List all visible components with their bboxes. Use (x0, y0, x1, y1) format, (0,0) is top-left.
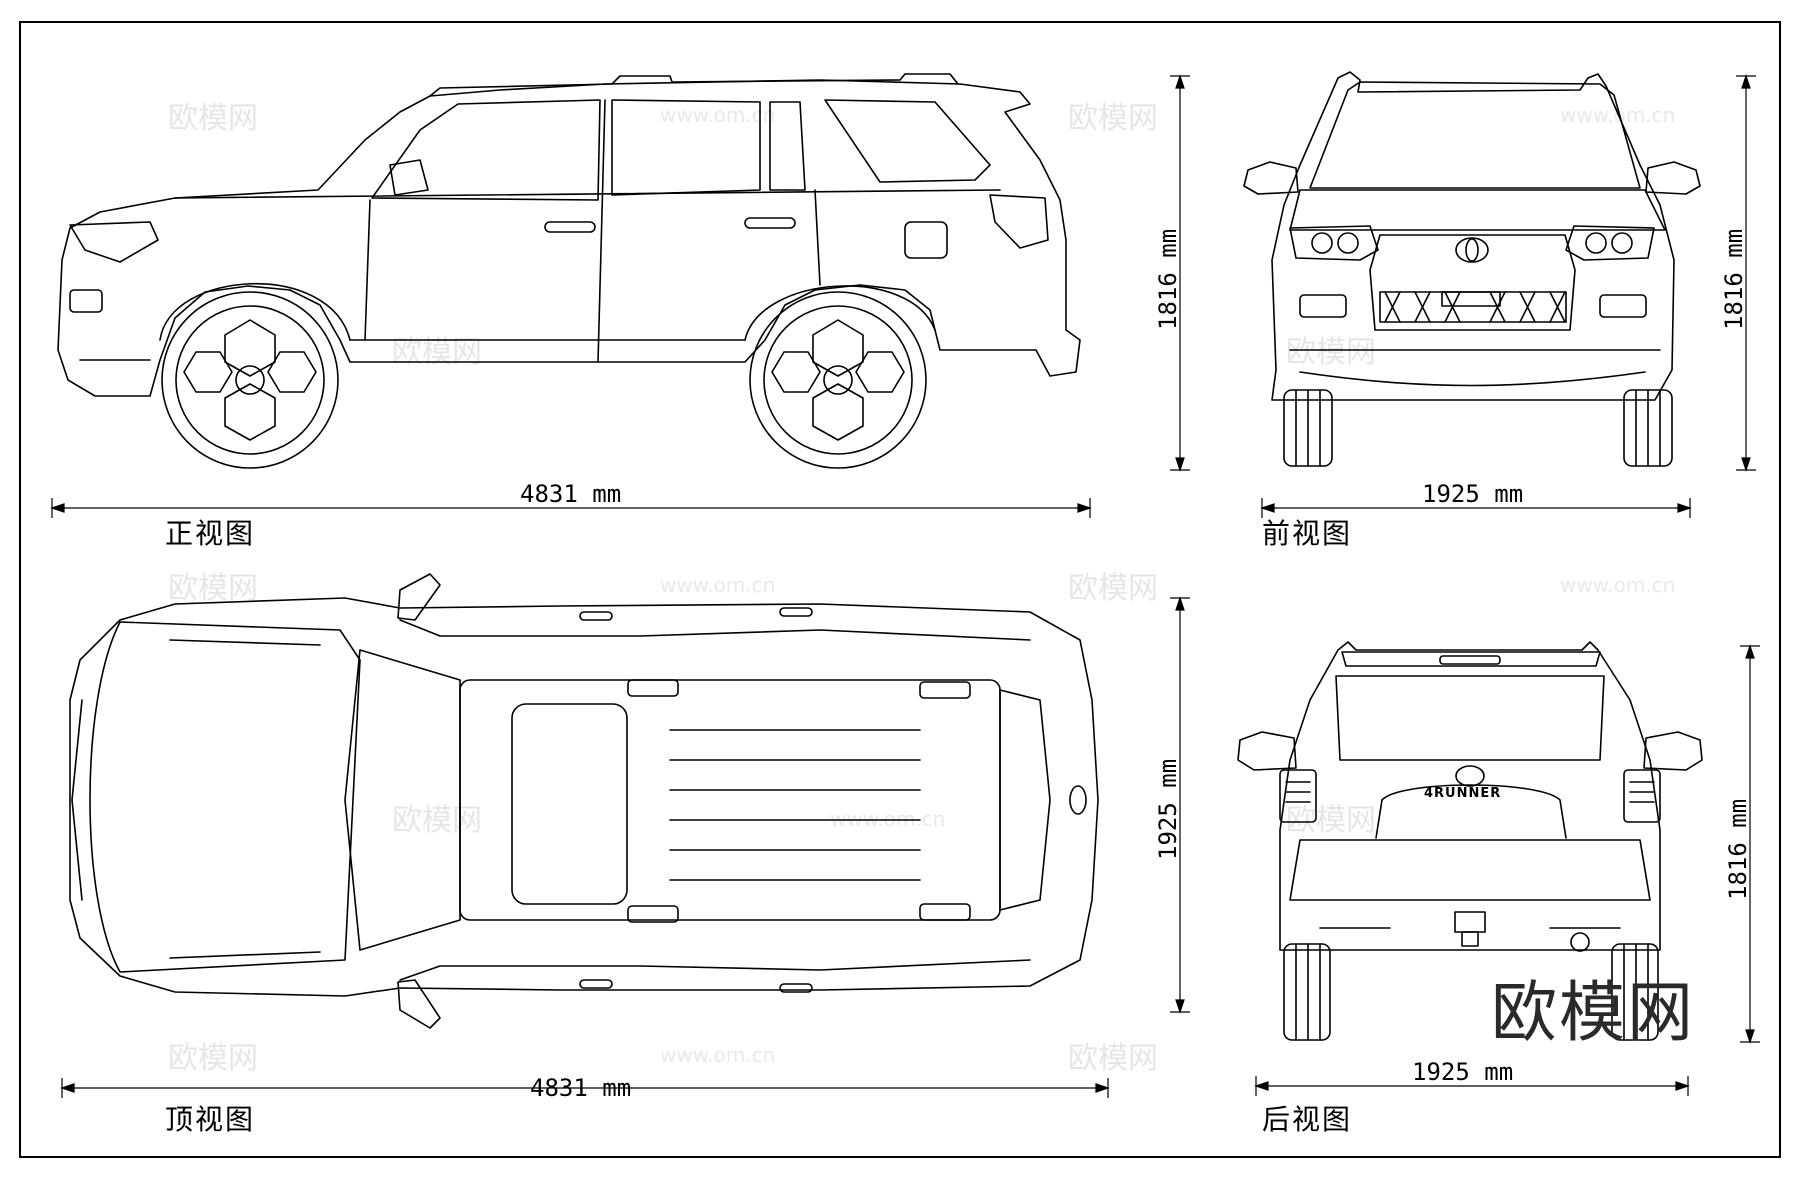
front-view-title: 前视图 (1262, 517, 1353, 550)
top-view-title: 顶视图 (165, 1103, 256, 1136)
watermark-url: www.om.cn (660, 103, 775, 127)
rear-width-label: 1925 mm (1412, 1058, 1513, 1086)
rear-badge-text: 4RUNNER (1424, 786, 1501, 801)
rear-view-drawing (1238, 642, 1702, 1040)
brand-logo: 欧模网 (1491, 974, 1695, 1051)
side-height-label: 1816 mm (1154, 229, 1182, 330)
watermark-brand: 欧模网 (392, 335, 482, 370)
watermark-layer: 欧模网 www.om.cn 欧模网 www.om.cn 欧模网 欧模网 欧模网 … (168, 101, 1675, 1076)
watermark-brand: 欧模网 (1286, 803, 1376, 838)
rear-width-dimension (1256, 1076, 1688, 1096)
side-view-title: 正视图 (165, 517, 256, 550)
side-length-dimension (52, 498, 1090, 518)
watermark-url: www.om.cn (660, 573, 775, 597)
front-height-dimension (1736, 76, 1756, 470)
front-height-label: 1816 mm (1720, 229, 1748, 330)
top-length-dimension (62, 1078, 1108, 1098)
top-view-drawing (70, 574, 1098, 1028)
watermark-brand: 欧模网 (1068, 571, 1158, 606)
watermark-brand: 欧模网 (168, 1041, 258, 1076)
watermark-brand: 欧模网 (168, 571, 258, 606)
watermark-brand: 欧模网 (1286, 335, 1376, 370)
side-view-drawing (58, 74, 1080, 468)
top-length-label: 4831 mm (530, 1074, 631, 1102)
rear-height-dimension (1740, 646, 1760, 1042)
watermark-brand: 欧模网 (392, 803, 482, 838)
watermark-brand: 欧模网 (1068, 1041, 1158, 1076)
front-width-label: 1925 mm (1422, 480, 1523, 508)
rear-view-title: 后视图 (1262, 1103, 1353, 1136)
top-width-dimension (1170, 598, 1190, 1012)
watermark-url: www.om.cn (660, 1043, 775, 1067)
front-view-drawing (1244, 72, 1700, 466)
watermark-url: www.om.cn (1560, 573, 1675, 597)
side-height-dimension (1170, 76, 1190, 470)
top-width-label: 1925 mm (1154, 759, 1182, 860)
watermark-brand: 欧模网 (1068, 101, 1158, 136)
sheet-border (20, 22, 1780, 1157)
front-width-dimension (1262, 498, 1690, 518)
watermark-url: www.om.cn (830, 807, 945, 831)
rear-height-label: 1816 mm (1724, 799, 1752, 900)
side-length-label: 4831 mm (520, 480, 621, 508)
watermark-brand: 欧模网 (168, 101, 258, 136)
